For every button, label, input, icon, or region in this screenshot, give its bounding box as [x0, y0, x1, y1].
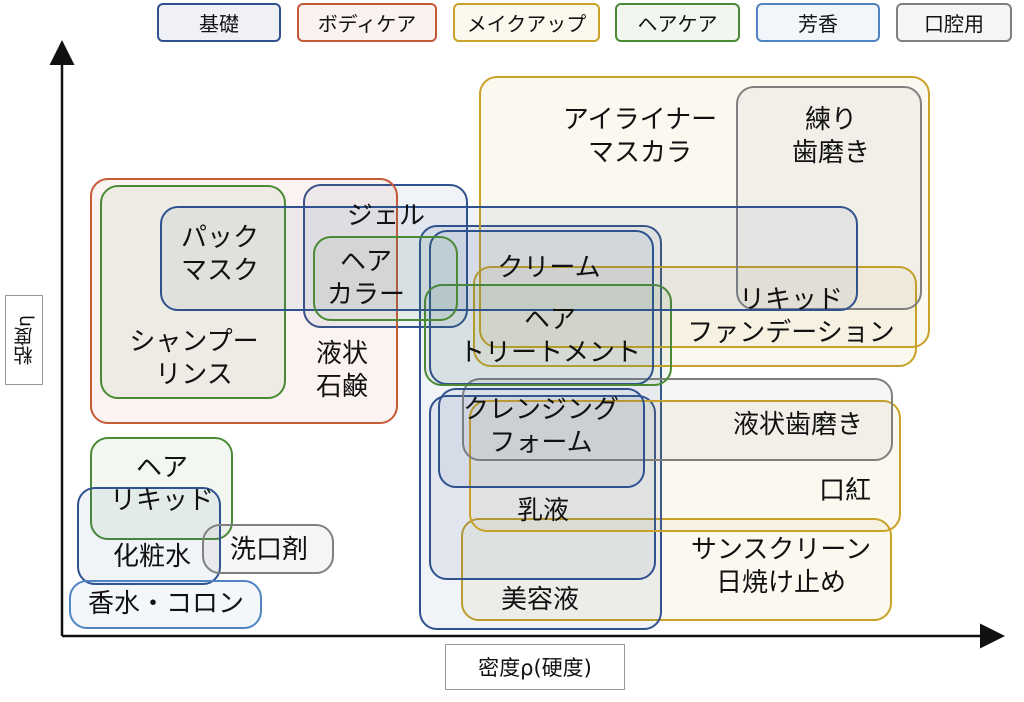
label-lotion: 化粧水	[112, 542, 191, 572]
region-serum	[419, 225, 662, 630]
region-pack-mask	[160, 206, 858, 311]
legend-basic: 基礎	[157, 3, 281, 42]
label-liquid-foundation: リキッドファンデーション	[687, 285, 895, 348]
x-axis-title: 密度ρ(硬度)	[445, 644, 625, 690]
region-mouthwash	[202, 524, 334, 574]
label-serum: 美容液	[500, 585, 579, 615]
region-sunscreen	[461, 518, 892, 621]
label-hair-liquid: ヘアリキッド	[109, 453, 214, 516]
y-axis-title: 粘度η	[5, 295, 43, 385]
label-perfume-cologne: 香水・コロン	[87, 589, 244, 619]
label-sunscreen: サンスクリーン日焼け止め	[690, 535, 872, 598]
label-cream: クリーム	[497, 253, 601, 283]
region-cream	[429, 230, 654, 385]
region-lipstick	[469, 400, 901, 532]
label-toothpaste: 練り歯磨き	[791, 105, 870, 168]
region-toothpaste	[736, 86, 922, 310]
region-lotion	[77, 487, 221, 585]
label-gel: ジェル	[346, 201, 425, 231]
label-lipstick: 口紅	[818, 476, 871, 506]
label-hair-color: ヘアカラー	[326, 247, 405, 310]
label-shampoo-rinse: シャンプーリンス	[129, 327, 259, 390]
legend-hair-care: ヘアケア	[615, 3, 740, 42]
label-pack-mask: パックマスク	[180, 223, 259, 286]
label-milky-lotion: 乳液	[516, 496, 569, 526]
region-liquid-soap	[90, 178, 398, 424]
region-liquid-foundation	[473, 266, 917, 367]
legend-makeup: メイクアップ	[453, 3, 600, 42]
label-hair-treatment: ヘアトリートメント	[458, 305, 641, 368]
region-hair-treatment	[424, 284, 672, 386]
legend-body-care: ボディケア	[297, 3, 437, 42]
legend-fragrance: 芳香	[756, 3, 880, 42]
label-mouthwash: 洗口剤	[229, 535, 308, 565]
label-cleansing-foam: クレンジングフォーム	[462, 395, 619, 458]
label-liquid-toothpaste: 液状歯磨き	[732, 410, 863, 440]
region-shampoo-rinse	[100, 185, 286, 399]
label-eyeliner-mascara: アイライナーマスカラ	[562, 105, 718, 168]
legend-oral-care: 口腔用	[896, 3, 1012, 42]
region-cleansing-foam	[438, 388, 645, 488]
region-hair-color	[313, 236, 458, 321]
region-liquid-toothpaste	[462, 378, 893, 461]
label-liquid-soap: 液状石鹸	[315, 339, 368, 402]
region-perfume-cologne	[69, 580, 262, 629]
